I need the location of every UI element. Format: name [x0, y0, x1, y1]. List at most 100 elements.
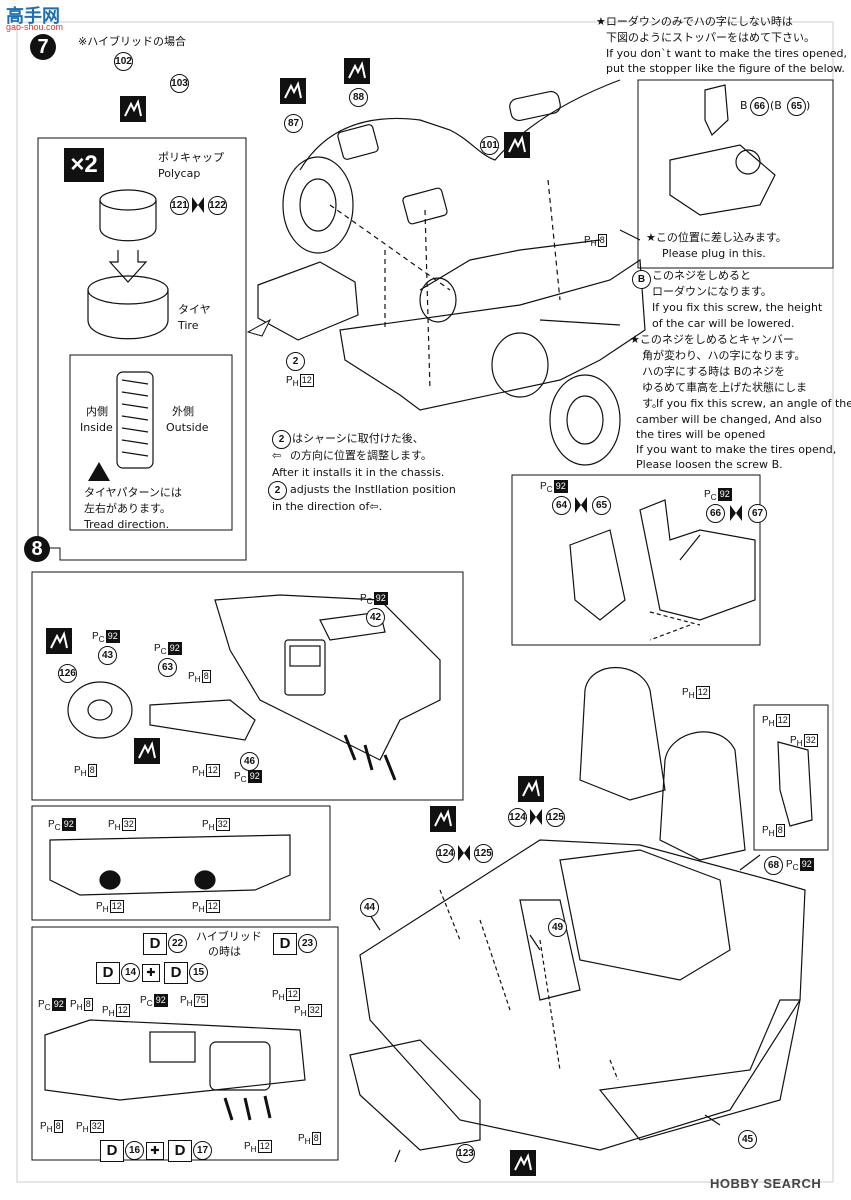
- decal-15: 15: [189, 963, 208, 982]
- stopper-b-paren: (B: [770, 99, 782, 112]
- screw-b-marker: B: [632, 270, 651, 289]
- step-8-marker: 8: [24, 536, 50, 562]
- arrow-left-icon: ⇦: [272, 449, 282, 462]
- plug-note-en: Please plug in this.: [662, 247, 766, 260]
- decal-d-box: D: [273, 933, 297, 955]
- part-126: 126: [58, 664, 77, 683]
- arrow-left-icon: ⇦: [369, 500, 379, 513]
- outside-label-jp: 外側: [172, 405, 194, 418]
- screw-note-jp6: ゆるめて車高を上げた状態にしま: [642, 381, 807, 394]
- cement-icon: [344, 58, 370, 84]
- polycap-label-jp: ポリキャップ: [158, 151, 224, 164]
- decal-d-box: D: [143, 933, 167, 955]
- part-103: 103: [170, 74, 189, 93]
- part-42: 42: [366, 608, 385, 627]
- part-2-note: 2: [272, 430, 291, 449]
- cement-icon: [518, 776, 544, 802]
- tire-label-en: Tire: [178, 319, 199, 332]
- part-63: 63: [158, 658, 177, 677]
- pair-bow-icon: [575, 497, 587, 513]
- screw-note-jp3: ★このネジをしめるとキャンバー: [630, 333, 794, 346]
- part-49: 49: [548, 918, 567, 937]
- cement-icon: [510, 1150, 536, 1176]
- pair-bow-icon: [192, 197, 204, 213]
- cement-icon: [120, 96, 146, 122]
- part-124-b: 124: [508, 808, 527, 827]
- site-watermark-logo: 高手网: [6, 6, 60, 26]
- polycap-label-en: Polycap: [158, 167, 201, 180]
- screw-note-en7: Please loosen the screw B.: [636, 458, 783, 471]
- part-122: 122: [208, 196, 227, 215]
- lowdown-note-jp1: ★ローダウンのみでハの字にしない時は: [596, 15, 793, 28]
- hybrid-title: ※ハイブリッドの場合: [78, 35, 186, 48]
- lowdown-note-en2: put the stopper like the figure of the b…: [606, 62, 845, 75]
- screw-note-jp2: ローダウンになります。: [652, 285, 772, 298]
- part-66-ref: 66: [750, 97, 769, 116]
- screw-note-en5: the tires will be opened: [636, 428, 766, 441]
- lowdown-note-en1: If you don`t want to make the tires open…: [606, 47, 847, 60]
- decal-16: 16: [125, 1141, 144, 1160]
- adjust-note-en1: After it installs it in the chassis.: [272, 466, 445, 479]
- part-67: 67: [748, 504, 767, 523]
- part-65: 65: [592, 496, 611, 515]
- part-124: 124: [436, 844, 455, 863]
- combine-icon: ✚: [142, 964, 160, 982]
- decal-23: 23: [298, 934, 317, 953]
- step-7-marker: 7: [30, 34, 56, 60]
- inside-label-en: Inside: [80, 421, 113, 434]
- cement-icon: [504, 132, 530, 158]
- hybrid-decal-jp2: の時は: [208, 945, 241, 958]
- tread-note-jp1: タイヤパターンには: [84, 486, 182, 499]
- screw-note-en1: If you fix this screw, the height: [652, 301, 823, 314]
- tread-note-jp2: 左右があります。: [84, 502, 171, 515]
- lowdown-note-jp2: 下図のようにストッパーをはめて下さい。: [606, 31, 815, 44]
- screw-note-en2: of the car will be lowered.: [652, 317, 795, 330]
- screw-note-jp4: 角が変わり、ハの字になります。: [642, 349, 806, 362]
- adjust-note-en2: adjusts the Instllation position: [290, 483, 456, 496]
- screw-note-jp5: ハの字にする時は Bのネジを: [642, 365, 786, 378]
- decal-17: 17: [193, 1141, 212, 1160]
- cement-icon: [134, 738, 160, 764]
- cement-icon: [280, 78, 306, 104]
- decal-d-box: D: [100, 1140, 124, 1162]
- decal-14: 14: [121, 963, 140, 982]
- part-68: 68: [764, 856, 783, 875]
- part-88: 88: [349, 88, 368, 107]
- screw-note-jp1: このネジをしめると: [652, 269, 751, 282]
- tread-note-en: Tread direction.: [84, 518, 170, 531]
- plug-note-jp: ★この位置に差し込みます。: [646, 231, 787, 244]
- part-125: 125: [474, 844, 493, 863]
- part-66: 66: [706, 504, 725, 523]
- pair-bow-icon: [458, 845, 470, 861]
- adjust-note-jp2: の方向に位置を調整します。: [290, 449, 432, 462]
- part-125-b: 125: [546, 808, 565, 827]
- stopper-b-close: ): [806, 99, 811, 112]
- cement-icon: [46, 628, 72, 654]
- decal-d-box: D: [164, 962, 188, 984]
- hobby-search-watermark: HOBBY SEARCH: [710, 1176, 822, 1191]
